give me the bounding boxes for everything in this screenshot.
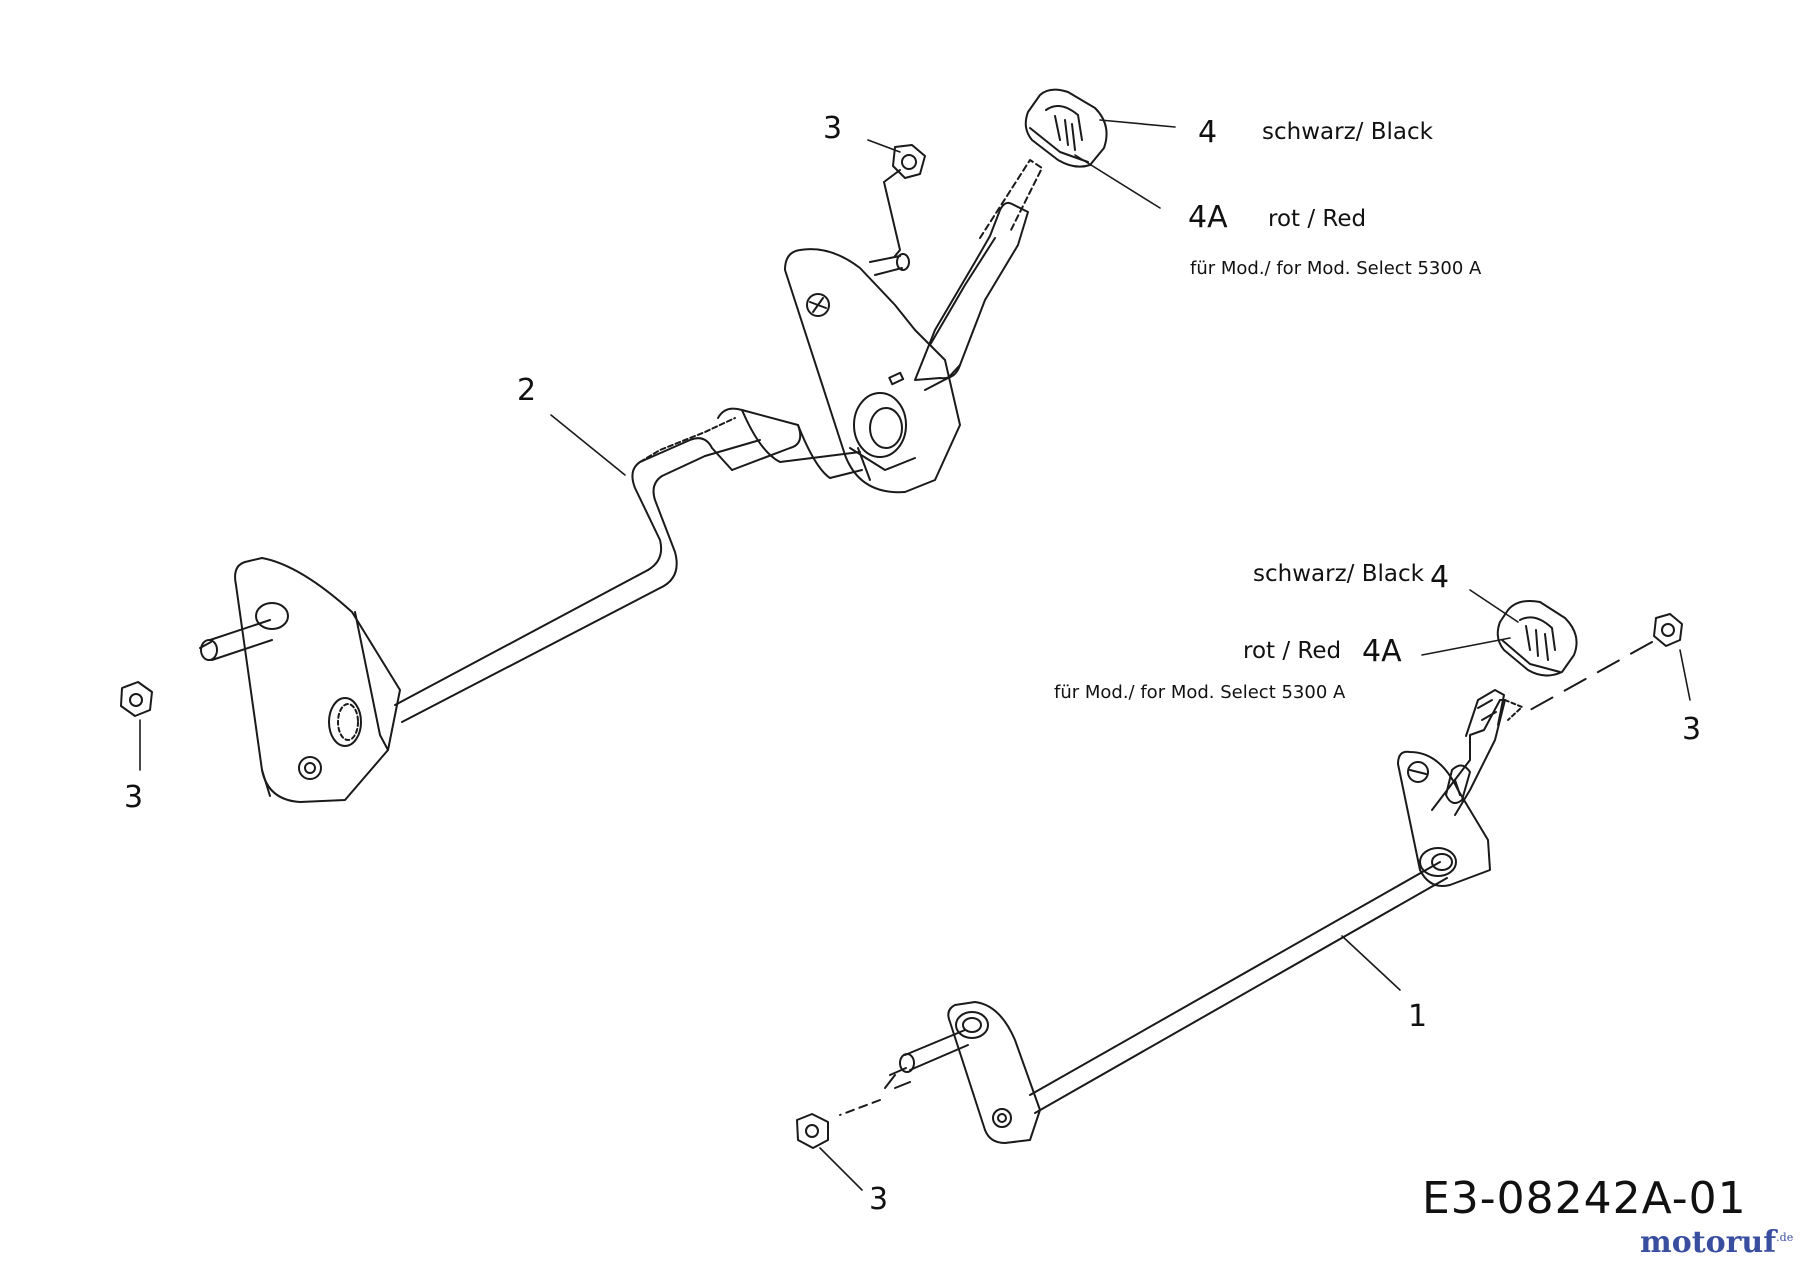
axle-bar-part-2 [199, 159, 1043, 803]
axle-bar-part-1 [839, 689, 1523, 1144]
label-part-4-desc-lower: schwarz/ Black [1253, 561, 1424, 587]
label-part-3-lower: 3 [869, 1182, 889, 1217]
label-part-4-upper: 4 [1198, 115, 1218, 150]
knob-upper [1024, 88, 1108, 168]
nut-upper [883, 144, 926, 257]
label-part-1: 1 [1408, 999, 1428, 1034]
label-part-4-lower: 4 [1430, 560, 1450, 595]
label-model-note-upper: für Mod./ for Mod. Select 5300 A [1190, 258, 1482, 279]
label-part-2: 2 [517, 373, 537, 408]
label-part-4a-desc-upper: rot / Red [1268, 206, 1367, 232]
label-part-3-upper: 3 [823, 111, 843, 146]
watermark-suffix: .de [1776, 1231, 1794, 1244]
label-part-4a-lower: 4A [1362, 634, 1402, 669]
nut-lower-left [796, 1113, 829, 1149]
drawing-code: E3-08242A-01 [1422, 1173, 1747, 1224]
label-part-4a-upper: 4A [1188, 200, 1228, 235]
label-part-4a-desc-lower: rot / Red [1243, 638, 1342, 664]
watermark-logo: motoruf.de [1640, 1228, 1793, 1258]
label-part-3-left: 3 [124, 780, 144, 815]
watermark-text: motoruf [1640, 1225, 1777, 1260]
knob-lower [1496, 600, 1578, 677]
nut-left [120, 681, 153, 717]
leader-lines [139, 119, 1691, 1191]
label-part-3-right: 3 [1682, 712, 1702, 747]
label-model-note-lower: für Mod./ for Mod. Select 5300 A [1054, 682, 1346, 703]
label-part-4-desc-upper: schwarz/ Black [1262, 119, 1433, 145]
nut-right [1529, 613, 1683, 711]
